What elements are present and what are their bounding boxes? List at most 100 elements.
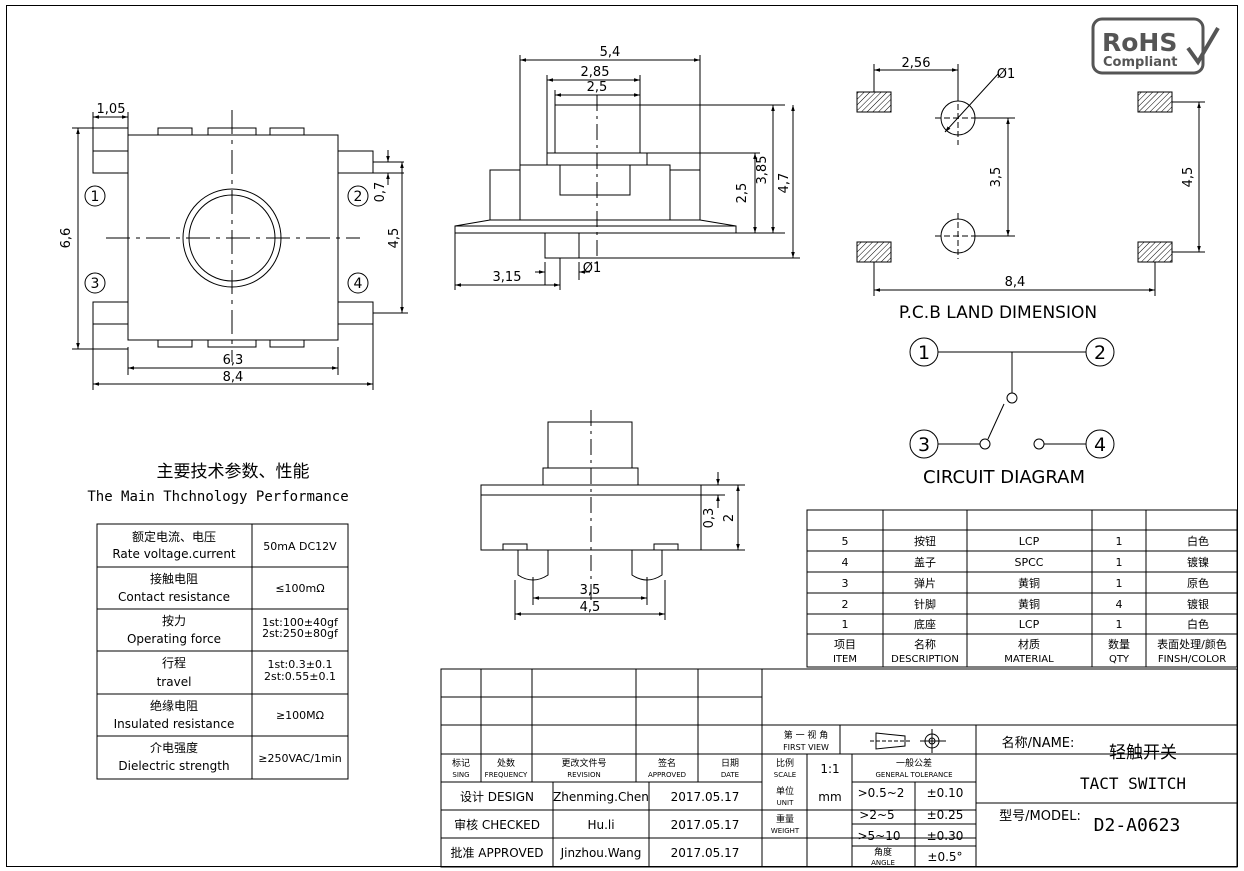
view-label-cn: 第 一 视 角 [784, 729, 829, 741]
dim-1-05: 1,05 [97, 102, 126, 117]
scale-label-en: SCALE [774, 771, 796, 779]
dim-dia-1-pcb: Ø1 [997, 67, 1016, 82]
bom-cell: 1 [1116, 556, 1123, 569]
bom-cell: SPCC [1015, 556, 1044, 569]
dim-3-5-front: 3,5 [580, 583, 601, 598]
bom-cell: LCP [1019, 535, 1040, 548]
rev-header-cn: 更改文件号 [561, 757, 606, 769]
bom-cell: 底座 [914, 617, 936, 631]
front-view-labels: 0,3 2 3,5 4,5 [580, 508, 737, 615]
row-label-cn: 介电强度 [150, 740, 198, 755]
tolerance-label-en: GENERAL TOLERANCE [875, 771, 952, 779]
performance-title-cn: 主要技术参数、性能 [157, 462, 310, 482]
row-value-1: 1st:100±40gf [262, 616, 339, 629]
pin-1-label: 1 [91, 189, 100, 205]
bom-header: 项目 名称 材质 数量 表面处理/颜色 ITEM DESCRIPTION MAT… [833, 637, 1227, 665]
row-label-cn: 按力 [162, 614, 186, 628]
tolerance-rows: >0.5~2 ±0.10 >2~5 ±0.25 >5~10 ±0.30 角度 A… [857, 786, 963, 867]
bom-header-en: QTY [1109, 654, 1130, 665]
name-model-block: 名称/NAME: 轻触开关 TACT SWITCH 型号/MODEL: D2-A… [999, 735, 1186, 836]
dim-2: 2 [722, 514, 737, 522]
row-label-cn: 行程 [162, 655, 186, 670]
rev-header-cn: 处数 [497, 757, 515, 769]
performance-row: 行程 travel 1st:0.3±0.1 2st:0.55±0.1 [157, 655, 336, 689]
projection-info: 第 一 视 角 FIRST VIEW 比例 SCALE 1:1 单位 UNIT … [771, 729, 953, 835]
dim-5-4: 5,4 [600, 45, 621, 60]
weight-label-en: WEIGHT [771, 827, 800, 835]
bom-cell: 按钮 [914, 534, 936, 548]
row-value-2: 2st:0.55±0.1 [264, 670, 336, 683]
performance-row: 按力 Operating force 1st:100±40gf 2st:250±… [127, 614, 339, 646]
bom-cell: 原色 [1187, 576, 1209, 590]
design-date: 2017.05.17 [671, 790, 740, 804]
tolerance-value: ±0.30 [927, 829, 964, 843]
row-label-en: Contact resistance [118, 590, 230, 604]
tolerance-label-cn: 一般公差 [896, 757, 932, 769]
unit-label-cn: 单位 [776, 785, 794, 797]
dim-4-5-pcb: 4,5 [1181, 167, 1196, 188]
bom-header-en: FINSH/COLOR [1158, 654, 1226, 665]
performance-row: 额定电流、电压 Rate voltage.current 50mA DC12V [112, 529, 337, 561]
dim-3-5-pcb: 3,5 [989, 167, 1004, 188]
weight-label-cn: 重量 [776, 813, 794, 825]
row-label-cn: 绝缘电阻 [150, 698, 198, 713]
row-value: ≥250VAC/1min [258, 752, 342, 765]
bom-cell: 3 [842, 577, 849, 590]
tolerance-range: >5~10 [857, 829, 900, 843]
performance-title-en: The Main Thchnology Performance [87, 489, 348, 505]
bom-header-cn: 材质 [1018, 637, 1040, 651]
tolerance-range: >2~5 [859, 808, 894, 822]
circuit-node-3: 3 [918, 434, 930, 456]
bom-cell: 镀镍 [1187, 555, 1209, 569]
unit-value: mm [818, 790, 841, 804]
bom-cell: 4 [842, 556, 849, 569]
rev-header-cn: 标记 [452, 757, 470, 769]
rohs-logo: RoHS Compliant [1091, 17, 1220, 75]
rev-header-cn: 日期 [721, 758, 739, 769]
bom-cell: 盖子 [914, 555, 936, 569]
pcb-land-labels: 2,56 Ø1 3,5 4,5 8,4 P.C.B LAND DIMENSION [899, 56, 1196, 323]
dim-2-5: 2,5 [587, 80, 608, 95]
scale-label-cn: 比例 [776, 757, 794, 769]
row-value: ≤100mΩ [275, 582, 324, 595]
row-value-2: 2st:250±80gf [262, 627, 339, 640]
bom-cell: 1 [1116, 535, 1123, 548]
pin-3-label: 3 [91, 276, 100, 292]
bom-cell: 1 [1116, 577, 1123, 590]
row-label-cn: 额定电流、电压 [132, 529, 216, 544]
product-name-en: TACT SWITCH [1080, 774, 1186, 793]
bom-cell: LCP [1019, 618, 1040, 631]
bom-cell: 2 [842, 598, 849, 611]
angle-label-en: ANGLE [871, 859, 895, 867]
row-label-en: Dielectric strength [118, 759, 229, 773]
rev-header-en: DATE [721, 771, 739, 779]
check-date: 2017.05.17 [671, 818, 740, 832]
bom-cell: 白色 [1187, 534, 1209, 548]
row-label-en: Insulated resistance [114, 717, 235, 731]
rohs-compliant-text: Compliant [1103, 55, 1177, 70]
design-name: Zhenming.Chen [553, 790, 649, 804]
bom-table [806, 509, 1238, 668]
bom-header-en: MATERIAL [1004, 654, 1054, 665]
dim-3-15: 3,15 [493, 270, 522, 285]
circuit-title: CIRCUIT DIAGRAM [923, 467, 1085, 488]
dim-4-7: 4,7 [777, 173, 792, 194]
bom-row: 2 针脚 黄铜 4 镀银 [842, 597, 1210, 611]
bom-row: 5 按钮 LCP 1 白色 [842, 534, 1210, 548]
dim-dia-1: Ø1 [583, 261, 602, 276]
bom-cell: 5 [842, 535, 849, 548]
performance-row: 介电强度 Dielectric strength ≥250VAC/1min [118, 740, 341, 773]
rev-header-en: REVISION [567, 771, 600, 779]
bom-cell: 白色 [1187, 617, 1209, 631]
approve-date: 2017.05.17 [671, 846, 740, 860]
side-view-labels: 5,4 2,85 2,5 2,5 3,85 4,7 3,15 Ø1 [493, 45, 792, 285]
circuit-node-1: 1 [918, 342, 930, 364]
dim-0-7: 0,7 [373, 182, 388, 203]
tolerance-value: ±0.10 [927, 786, 964, 800]
rev-header-en: FREQUENCY [485, 771, 528, 779]
row-label-cn: 接触电阻 [150, 571, 198, 586]
row-label-en: Rate voltage.current [112, 547, 236, 561]
approve-name: Jinzhou.Wang [560, 846, 642, 860]
top-view [72, 110, 408, 390]
view-label-en: FIRST VIEW [783, 743, 829, 752]
